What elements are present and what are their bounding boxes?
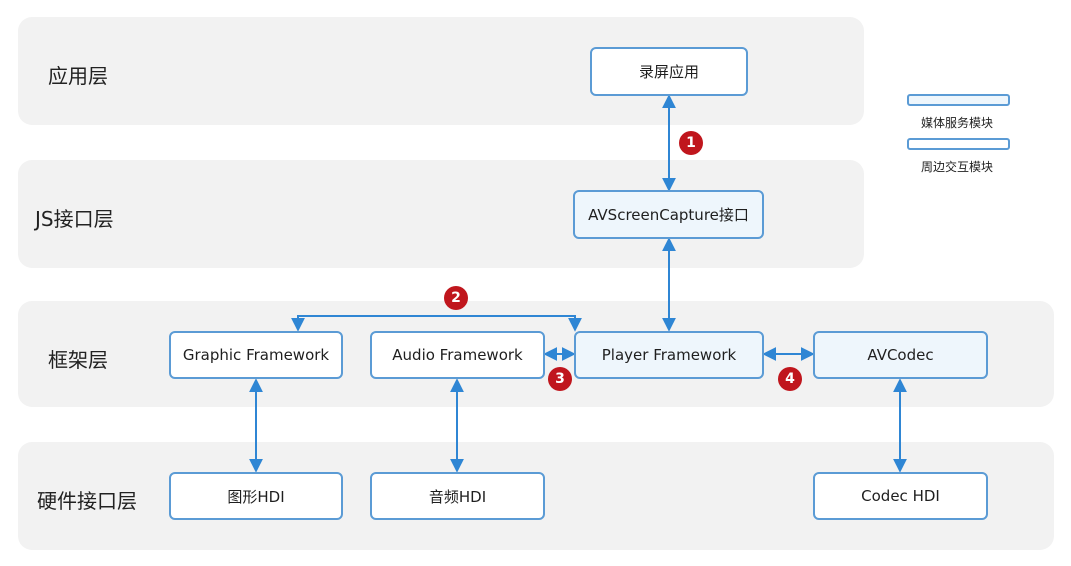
step-badge-3: 3 [548,367,572,391]
layer-hardware-label: 硬件接口层 [37,489,137,513]
layer-js-label: JS接口层 [35,207,114,231]
legend-peripheral-label: 周边交互模块 [921,160,994,174]
legend-media-service-swatch [907,94,1010,106]
node-avcodec: AVCodec [813,331,988,379]
layer-framework-label: 框架层 [48,348,108,372]
node-avscreencapture-interface: AVScreenCapture接口 [573,190,764,239]
node-audio-framework: Audio Framework [370,331,545,379]
layer-app-label: 应用层 [48,64,108,88]
node-audio-hdi: 音频HDI [370,472,545,520]
node-graphic-framework: Graphic Framework [169,331,343,379]
step-badge-4: 4 [778,367,802,391]
legend-peripheral-swatch [907,138,1010,150]
node-graphic-hdi: 图形HDI [169,472,343,520]
node-screen-record-app: 录屏应用 [590,47,748,96]
node-player-framework: Player Framework [574,331,764,379]
node-codec-hdi: Codec HDI [813,472,988,520]
step-badge-2: 2 [444,286,468,310]
legend-media-service-label: 媒体服务模块 [921,116,994,130]
step-badge-1: 1 [679,131,703,155]
link-graphic-to-player [291,315,582,332]
